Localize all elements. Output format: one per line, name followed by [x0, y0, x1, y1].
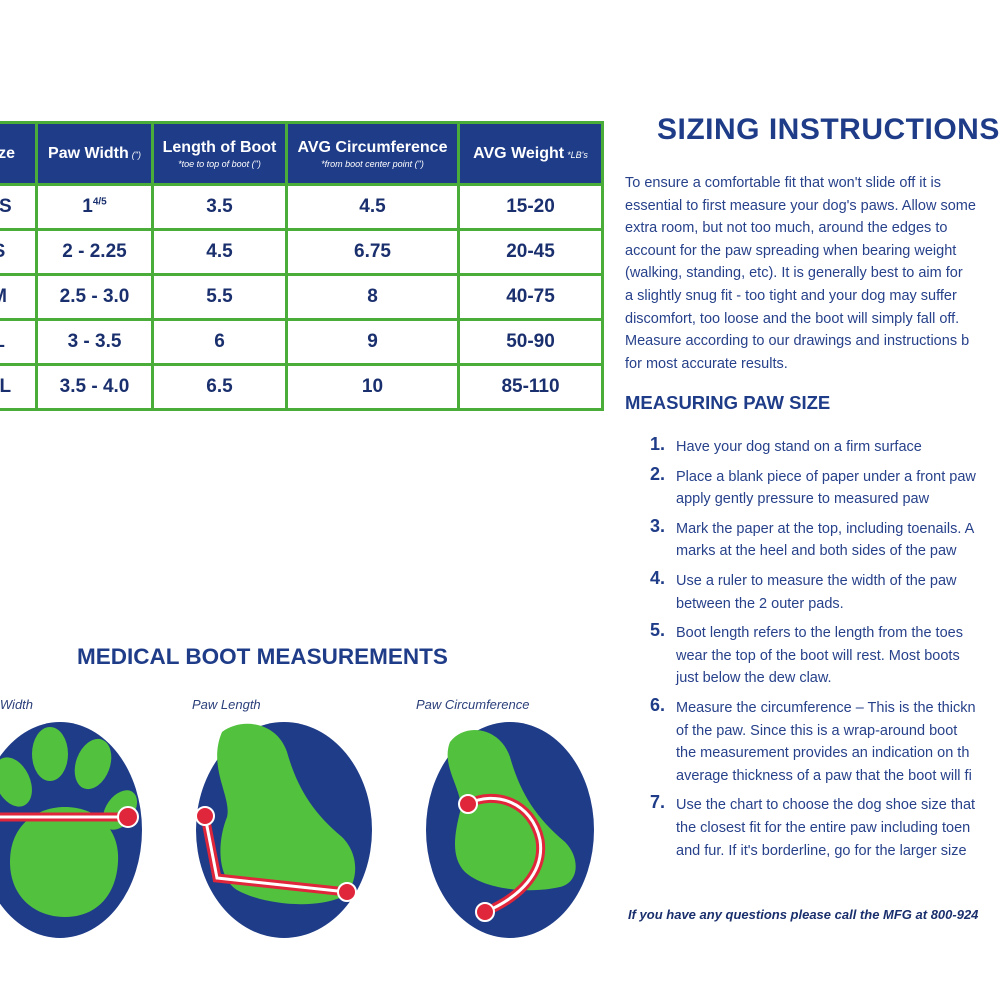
step-line: just below the dew claw. [676, 670, 832, 687]
table-row: L 3 - 3.5 6 9 50-90 [0, 318, 604, 366]
list-item: 5. Boot length refers to the length from… [650, 620, 1000, 690]
cell-weight: 15-20 [457, 183, 604, 231]
cell-paw-width: 14/5 [35, 183, 154, 231]
list-item: 3. Mark the paper at the top, including … [650, 515, 1000, 563]
sizing-instructions-title: SIZING INSTRUCTIONS [657, 113, 1000, 146]
list-item: 4. Use a ruler to measure the width of t… [650, 567, 1000, 615]
table-row: M 2.5 - 3.0 5.5 8 40-75 [0, 273, 604, 321]
paw-width-label: Paw Width [0, 697, 34, 712]
intro-line: essential to first measure your dog's pa… [625, 197, 976, 214]
cell-weight: 50-90 [457, 318, 604, 366]
table-row: S 2 - 2.25 4.5 6.75 20-45 [0, 228, 604, 276]
paw-width-diagram [0, 722, 142, 938]
length-marker-top [195, 806, 215, 826]
step-number: 7. [650, 792, 666, 813]
step-line: Place a blank piece of paper under a fro… [676, 468, 976, 485]
step-line: average thickness of a paw that the boot… [676, 767, 972, 784]
cell-weight: 40-75 [457, 273, 604, 321]
step-line: Mark the paper at the top, including toe… [676, 520, 975, 537]
header-size: Size [0, 121, 38, 186]
cell-paw-width: 2 - 2.25 [35, 228, 154, 276]
intro-line: (walking, standing, etc). It is generall… [625, 265, 963, 282]
cell-length: 5.5 [151, 273, 288, 321]
paw-circumference-label: Paw Circumference [416, 697, 530, 712]
cell-circumference: 8 [285, 273, 460, 321]
cell-length: 6.5 [151, 363, 288, 411]
paw-side-view-icon [217, 723, 356, 905]
step-line: Use a ruler to measure the width of the … [676, 572, 957, 589]
circumference-marker-bottom [475, 902, 495, 922]
cell-length: 4.5 [151, 228, 288, 276]
paw-length-label: Paw Length [192, 697, 261, 712]
cell-paw-width: 3.5 - 4.0 [35, 363, 154, 411]
paw-circumference-diagram [426, 722, 594, 938]
step-line: wear the top of the boot will rest. Most… [676, 647, 960, 664]
step-line: the measurement provides an indication o… [676, 745, 970, 762]
cell-size: XS [0, 183, 38, 231]
step-number: 2. [650, 463, 666, 484]
step-line: Boot length refers to the length from th… [676, 625, 963, 642]
step-line: Measure the circumference – This is the … [676, 699, 976, 716]
cell-size: L [0, 318, 38, 366]
list-item: 6. Measure the circumference – This is t… [650, 694, 1000, 787]
measuring-steps-list: 1. Have your dog stand on a firm surface… [650, 434, 1000, 869]
table-row: XS 14/5 3.5 4.5 15-20 [0, 183, 604, 231]
list-item: 2. Place a blank piece of paper under a … [650, 463, 1000, 511]
size-chart-table: Size Paw Width(") Length of Boot*toe to … [0, 121, 604, 411]
step-line: of the paw. Since this is a wrap-around … [676, 722, 958, 739]
table-row: XL 3.5 - 4.0 6.5 10 85-110 [0, 363, 604, 411]
measuring-paw-size-heading: MEASURING PAW SIZE [625, 392, 831, 413]
cell-weight: 20-45 [457, 228, 604, 276]
header-avg-weight: AVG Weight*LB's [457, 121, 604, 186]
header-avg-circumference: AVG Circumference*from boot center point… [285, 121, 460, 186]
step-line: between the 2 outer pads. [676, 595, 844, 612]
step-number: 5. [650, 620, 666, 641]
intro-line: discomfort, too loose and the boot will … [625, 310, 960, 327]
step-line: Use the chart to choose the dog shoe siz… [676, 797, 976, 814]
sizing-intro-paragraph: To ensure a comfortable fit that won't s… [625, 172, 976, 375]
header-length-of-boot: Length of Boot*toe to top of boot (") [151, 121, 288, 186]
step-number: 1. [650, 434, 666, 454]
intro-line: account for the paw spreading when beari… [625, 242, 957, 259]
medical-boot-measurements-title: MEDICAL BOOT MEASUREMENTS [77, 644, 448, 669]
cell-size: XL [0, 363, 38, 411]
circumference-marker-top [458, 794, 478, 814]
list-item: 7. Use the chart to choose the dog shoe … [650, 792, 1000, 862]
intro-line: Measure according to our drawings and in… [625, 333, 970, 350]
cell-paw-width: 3 - 3.5 [35, 318, 154, 366]
step-number: 3. [650, 515, 666, 536]
list-item: 1. Have your dog stand on a firm surface [650, 434, 1000, 459]
table-header-row: Size Paw Width(") Length of Boot*toe to … [0, 121, 604, 186]
cell-length: 6 [151, 318, 288, 366]
header-paw-width: Paw Width(") [35, 121, 154, 186]
step-number: 6. [650, 694, 666, 715]
cell-length: 3.5 [151, 183, 288, 231]
cell-size: M [0, 273, 38, 321]
cell-size: S [0, 228, 38, 276]
intro-line: To ensure a comfortable fit that won't s… [625, 175, 942, 191]
paw-print-icon [0, 727, 138, 917]
cell-circumference: 4.5 [285, 183, 460, 231]
cell-circumference: 9 [285, 318, 460, 366]
cell-circumference: 10 [285, 363, 460, 411]
intro-line: a slightly snug fit - too tight and your… [625, 287, 957, 304]
intro-line: extra room, but not too much, around the… [625, 220, 948, 237]
cell-paw-width: 2.5 - 3.0 [35, 273, 154, 321]
width-marker [117, 806, 139, 828]
step-line: and fur. If it's borderline, go for the … [676, 842, 967, 859]
intro-line: for most accurate results. [625, 355, 788, 372]
step-line: the closest fit for the entire paw inclu… [676, 819, 971, 836]
cell-weight: 85-110 [457, 363, 604, 411]
step-line: Have your dog stand on a firm surface [676, 439, 922, 455]
cell-circumference: 6.75 [285, 228, 460, 276]
contact-footer-note: If you have any questions please call th… [628, 907, 979, 922]
step-line: marks at the heel and both sides of the … [676, 543, 957, 560]
step-line: apply gently pressure to measured paw [676, 491, 930, 508]
length-marker-bottom [337, 882, 357, 902]
paw-length-diagram [195, 722, 372, 938]
step-number: 4. [650, 567, 666, 588]
